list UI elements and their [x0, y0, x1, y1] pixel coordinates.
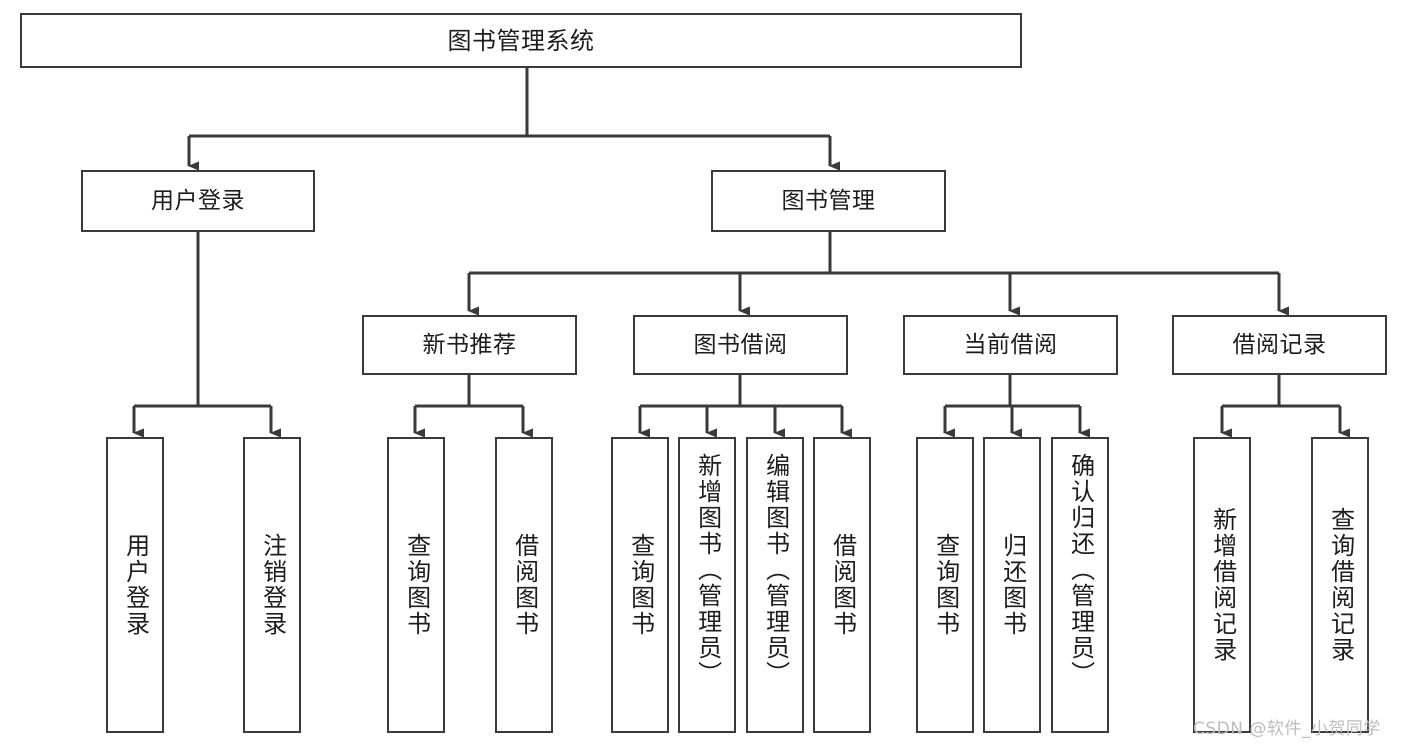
- leaf-query-book-current[interactable]: 查询图书: [916, 437, 974, 733]
- node-label: 当前借阅: [963, 331, 1058, 358]
- node-label: 借阅图书: [828, 533, 857, 637]
- node-current-borrow[interactable]: 当前借阅: [903, 315, 1118, 375]
- node-label: 查询图书: [931, 533, 960, 637]
- leaf-query-book-borrow[interactable]: 查询图书: [611, 437, 669, 733]
- node-label: 用户登录: [151, 187, 245, 214]
- node-label: 注销登录: [258, 533, 287, 637]
- leaf-add-book[interactable]: 新增图书（管理员）: [678, 437, 736, 733]
- node-label: 新增图书（管理员）: [693, 453, 722, 687]
- leaf-confirm-return[interactable]: 确认归还（管理员）: [1051, 437, 1109, 733]
- node-new-book-recommend[interactable]: 新书推荐: [362, 315, 577, 375]
- node-root-system[interactable]: 图书管理系统: [20, 13, 1022, 68]
- leaf-query-borrow-record[interactable]: 查询借阅记录: [1311, 437, 1369, 733]
- leaf-query-book-recommend[interactable]: 查询图书: [387, 437, 445, 733]
- node-label: 新书推荐: [422, 331, 517, 358]
- leaf-edit-book[interactable]: 编辑图书（管理员）: [746, 437, 804, 733]
- node-label: 借阅记录: [1232, 331, 1327, 358]
- node-label: 归还图书: [998, 533, 1027, 637]
- node-label: 图书管理: [781, 187, 876, 214]
- node-label: 编辑图书（管理员）: [761, 453, 790, 687]
- node-label: 查询图书: [626, 533, 655, 637]
- node-book-borrow[interactable]: 图书借阅: [633, 315, 848, 375]
- leaf-add-borrow-record[interactable]: 新增借阅记录: [1193, 437, 1251, 733]
- node-label: 图书借阅: [693, 331, 788, 358]
- leaf-user-login[interactable]: 用户登录: [106, 437, 164, 733]
- node-label: 借阅图书: [510, 533, 539, 637]
- leaf-borrow-book[interactable]: 借阅图书: [813, 437, 871, 733]
- node-label: 新增借阅记录: [1208, 507, 1237, 663]
- node-user-login[interactable]: 用户登录: [81, 170, 315, 232]
- node-label: 查询借阅记录: [1326, 507, 1355, 663]
- leaf-user-logout[interactable]: 注销登录: [243, 437, 301, 733]
- node-label: 图书管理系统: [447, 26, 595, 55]
- node-book-management[interactable]: 图书管理: [711, 170, 946, 232]
- leaf-return-book[interactable]: 归还图书: [983, 437, 1041, 733]
- node-label: 查询图书: [402, 533, 431, 637]
- node-label: 确认归还（管理员）: [1066, 453, 1095, 687]
- node-label: 用户登录: [121, 533, 150, 637]
- leaf-borrow-book-recommend[interactable]: 借阅图书: [495, 437, 553, 733]
- node-borrow-record[interactable]: 借阅记录: [1172, 315, 1387, 375]
